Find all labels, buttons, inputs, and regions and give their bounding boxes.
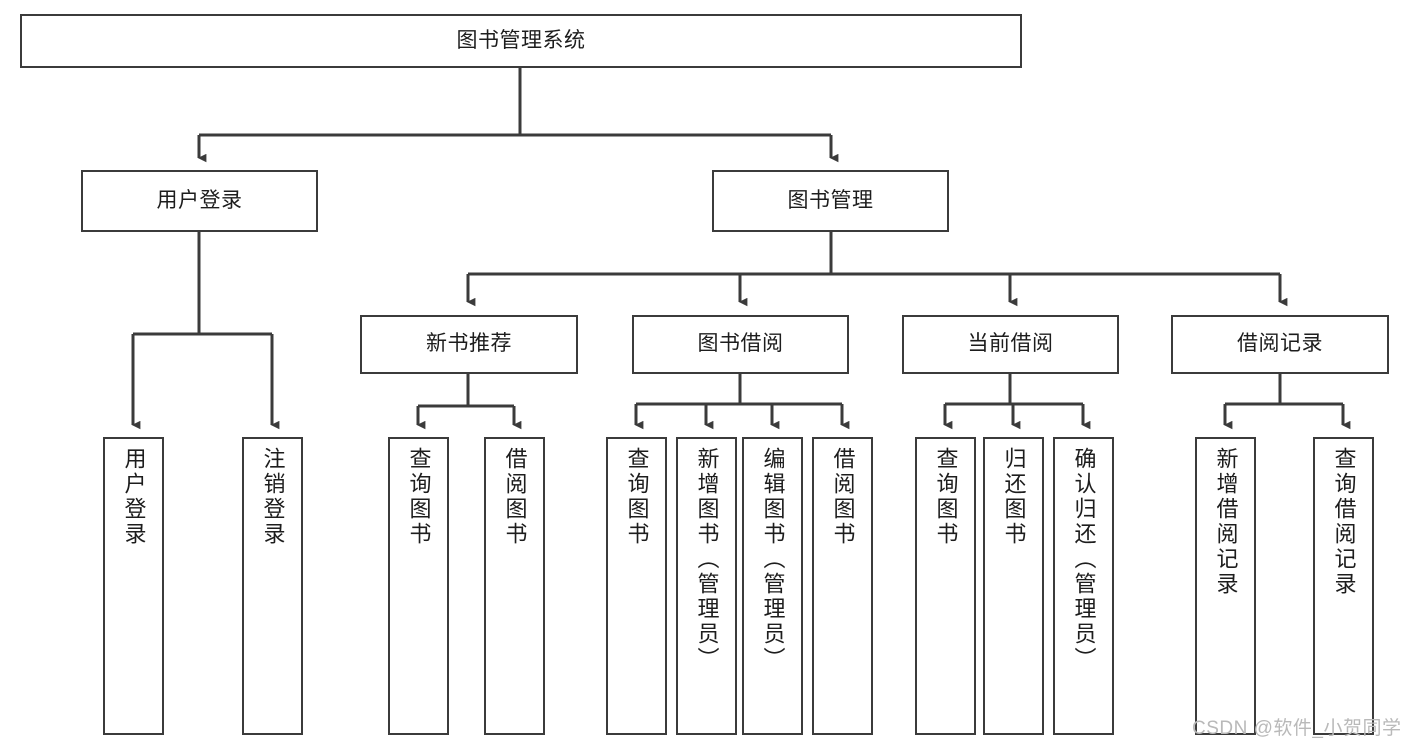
leaf-query-book-borrow-label: 查询图书	[624, 447, 650, 547]
leaf-add-borrow-record[interactable]: 新增借阅记录	[1195, 437, 1256, 735]
leaf-user-login[interactable]: 用户登录	[103, 437, 164, 735]
leaf-borrow-book-label: 借阅图书	[830, 447, 856, 547]
node-root-label: 图书管理系统	[456, 28, 586, 52]
leaf-borrow-book[interactable]: 借阅图书	[812, 437, 873, 735]
node-user-login[interactable]: 用户登录	[81, 170, 318, 232]
node-current-borrow-label: 当前借阅	[967, 332, 1054, 356]
node-book-borrow-label: 图书借阅	[697, 332, 784, 356]
node-borrow-record-label: 借阅记录	[1237, 332, 1323, 356]
leaf-confirm-return-admin-label: 确认归还（管理员）	[1071, 447, 1097, 672]
node-new-book-recommend[interactable]: 新书推荐	[360, 315, 578, 374]
leaf-query-borrow-record-label: 查询借阅记录	[1331, 447, 1357, 597]
node-new-book-recommend-label: 新书推荐	[426, 332, 512, 356]
leaf-logout-login-label: 注销登录	[260, 447, 286, 547]
leaf-query-book-borrow[interactable]: 查询图书	[606, 437, 667, 735]
leaf-add-book-admin-label: 新增图书（管理员）	[694, 447, 720, 672]
csdn-watermark: CSDN @软件_小贺同学	[1192, 718, 1402, 739]
leaf-query-book-current[interactable]: 查询图书	[915, 437, 976, 735]
leaf-query-book-recommend[interactable]: 查询图书	[388, 437, 449, 735]
node-user-login-label: 用户登录	[156, 188, 243, 212]
leaf-add-borrow-record-label: 新增借阅记录	[1213, 447, 1239, 597]
leaf-logout-login[interactable]: 注销登录	[242, 437, 303, 735]
leaf-confirm-return-admin[interactable]: 确认归还（管理员）	[1053, 437, 1114, 735]
leaf-query-borrow-record[interactable]: 查询借阅记录	[1313, 437, 1374, 735]
leaf-borrow-book-recommend[interactable]: 借阅图书	[484, 437, 545, 735]
node-book-management-label: 图书管理	[787, 188, 874, 212]
node-book-management[interactable]: 图书管理	[712, 170, 949, 232]
leaf-return-book-label: 归还图书	[1001, 447, 1027, 547]
leaf-edit-book-admin-label: 编辑图书（管理员）	[760, 447, 786, 672]
node-root[interactable]: 图书管理系统	[20, 14, 1022, 68]
leaf-query-book-current-label: 查询图书	[933, 447, 959, 547]
leaf-user-login-label: 用户登录	[121, 447, 147, 547]
leaf-query-book-recommend-label: 查询图书	[406, 447, 432, 547]
node-current-borrow[interactable]: 当前借阅	[902, 315, 1119, 374]
leaf-add-book-admin[interactable]: 新增图书（管理员）	[676, 437, 737, 735]
node-borrow-record[interactable]: 借阅记录	[1171, 315, 1389, 374]
node-book-borrow[interactable]: 图书借阅	[632, 315, 849, 374]
leaf-edit-book-admin[interactable]: 编辑图书（管理员）	[742, 437, 803, 735]
leaf-borrow-book-recommend-label: 借阅图书	[502, 447, 528, 547]
leaf-return-book[interactable]: 归还图书	[983, 437, 1044, 735]
